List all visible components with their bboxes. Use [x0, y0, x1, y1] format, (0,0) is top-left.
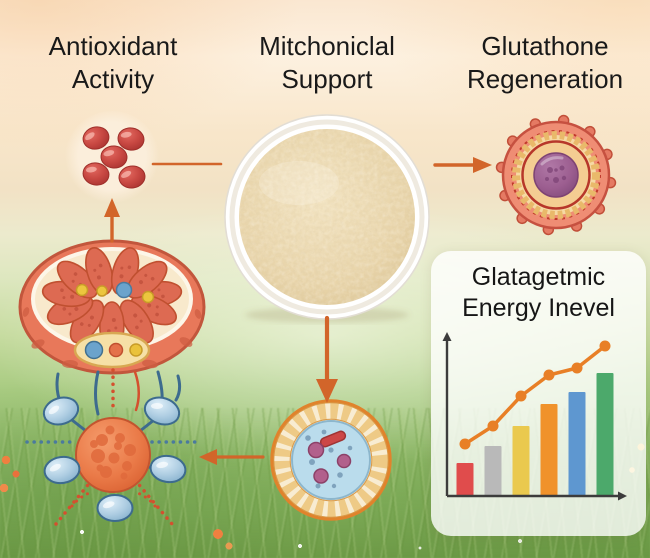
label-line: Regeneration: [466, 64, 624, 95]
powder-bowl-image: [224, 114, 430, 323]
label-line: Glutathone: [481, 31, 609, 61]
organelles: [305, 429, 353, 489]
mitochondria-cell-icon: [270, 399, 392, 521]
card-title-line: Glatagetmic: [471, 263, 606, 291]
card-title: Glatagetmic Energy Inevel: [431, 251, 646, 324]
energy-level-card: Glatagetmic Energy Inevel: [431, 251, 646, 536]
virus-cell-icon: [495, 114, 617, 236]
molecule-cluster-illustration: [25, 368, 198, 526]
arrow-cell-to-cluster: [199, 449, 265, 465]
energy-chart: [442, 332, 627, 501]
label-line: Antioxidant: [48, 31, 178, 61]
grapefruit-cell-illustration: [18, 239, 206, 375]
label-line: Activity: [71, 64, 155, 95]
label-line: Mitchoniclal: [259, 31, 395, 61]
card-title-line: Energy Inevel: [462, 294, 615, 322]
label-mitochondrial-support: Mitchoniclal Support: [222, 30, 432, 96]
cluster-dotted-rays: [25, 440, 198, 526]
label-glutathione-regeneration: Glutathone Regeneration: [440, 30, 650, 96]
red-cells-icon: [65, 111, 159, 205]
label-antioxidant-activity: Antioxidant Activity: [8, 30, 218, 96]
arrow-fruit-to-cells: [104, 198, 120, 243]
label-line: Support: [281, 64, 373, 95]
arrow-bowl-to-virus: [433, 157, 492, 173]
arrow-bowl-to-cell: [316, 315, 338, 403]
